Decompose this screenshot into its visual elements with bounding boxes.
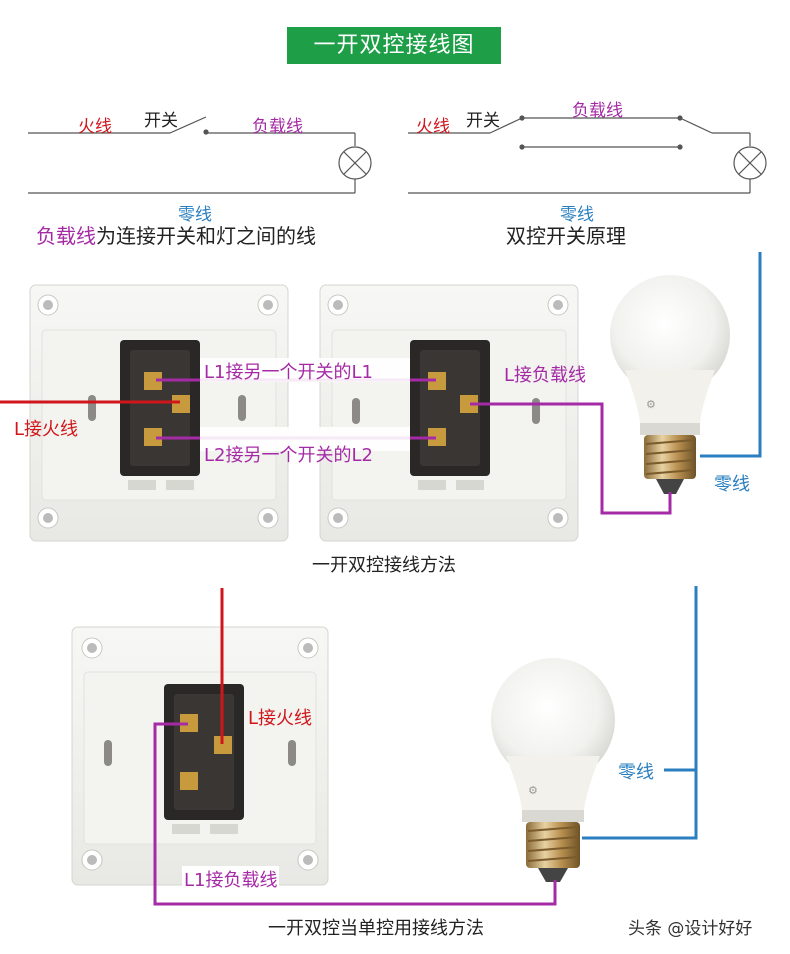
top-neutral-label: 零线	[714, 474, 750, 495]
schematic-right-switch-label: 开关	[466, 111, 500, 131]
schematic-left-neutral-label: 零线	[178, 205, 212, 225]
svg-text:⚙: ⚙	[646, 398, 656, 411]
l1-other-label: L1接另一个开关的L1	[204, 362, 373, 383]
top-load-label: L接负载线	[504, 365, 587, 386]
bulb-top: ⚙	[610, 275, 730, 494]
schematic-left	[28, 116, 372, 194]
bulb-bottom: ⚙	[491, 658, 615, 882]
bottom-live-label: L接火线	[248, 708, 313, 729]
note-text: 为连接开关和灯之间的线	[96, 224, 316, 248]
schematic-right-neutral-label: 零线	[560, 205, 594, 225]
bottom-l1-load-label: L1接负载线	[182, 866, 280, 892]
switch-plate-1	[29, 284, 289, 542]
schematic-right	[408, 115, 767, 194]
watermark: 头条 @设计好好	[628, 919, 753, 939]
top-wiring-caption: 一开双控接线方法	[312, 555, 456, 576]
bottom-neutral-label: 零线	[618, 762, 654, 783]
schematic-right-load-label: 负载线	[572, 101, 623, 121]
schematic-left-live-label: 火线	[78, 117, 112, 137]
schematic-left-load-label: 负载线	[252, 117, 303, 137]
switch-plate-2	[319, 284, 579, 542]
top-live-label: L接火线	[14, 419, 79, 440]
switch-plate-3	[71, 626, 329, 886]
l2-other-label: L2接另一个开关的L2	[204, 445, 373, 466]
schematic-right-caption: 双控开关原理	[506, 224, 626, 248]
schematic-left-note: 负载线为连接开关和灯之间的线	[36, 220, 316, 249]
schematic-right-live-label: 火线	[416, 117, 450, 137]
bottom-wiring-caption: 一开双控当单控用接线方法	[268, 918, 484, 939]
diagram-title: 一开双控接线图	[287, 27, 501, 64]
note-load-term: 负载线	[36, 224, 96, 248]
schematic-left-switch-label: 开关	[144, 111, 178, 131]
svg-text:⚙: ⚙	[528, 784, 538, 797]
